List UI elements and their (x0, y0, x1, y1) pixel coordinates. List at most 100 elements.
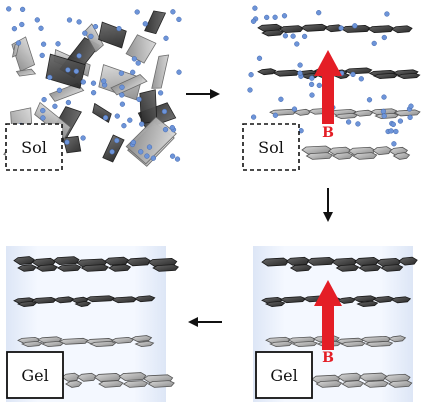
graphene-flake (122, 380, 149, 388)
solvent-particle (101, 78, 107, 84)
solvent-particle (92, 23, 99, 30)
solvent-particle (114, 113, 120, 119)
graphene-flake (152, 264, 179, 272)
solvent-particle (176, 16, 182, 23)
solvent-particle (272, 14, 278, 20)
graphene-flake (337, 372, 363, 382)
arrow-left-icon (188, 317, 222, 327)
solvent-particle (80, 135, 86, 141)
graphene-flake (108, 264, 132, 272)
state-label-box (5, 123, 63, 171)
solvent-particle (294, 41, 300, 47)
graphene-flake (56, 264, 82, 272)
solvent-particle (139, 121, 145, 127)
graphene-flake (133, 295, 156, 303)
graphene-flake (125, 34, 157, 64)
graphene-flake (363, 380, 389, 388)
solvent-particle (282, 33, 289, 39)
state-label: Sol (258, 138, 284, 157)
graphene-flake-group (62, 135, 82, 154)
graphene-flake-group (144, 10, 167, 35)
graphene-flake (85, 295, 115, 303)
graphene-flake (383, 373, 411, 383)
solvent-particle (157, 90, 164, 96)
graphene-flake (98, 64, 143, 101)
solvent-particle (130, 139, 137, 146)
magnetic-field-arrow-icon (314, 280, 342, 350)
solvent-particle (142, 21, 148, 27)
solvent-particle (352, 23, 358, 29)
solvent-particle (264, 14, 270, 21)
solvent-particle (301, 33, 308, 40)
solvent-particle (119, 101, 126, 107)
graphene-flake (110, 74, 148, 96)
solvent-particle (65, 99, 72, 106)
graphene-flake (269, 340, 294, 348)
graphene-flake (15, 68, 37, 77)
solvent-particle (144, 153, 150, 159)
graphene-flake (352, 295, 377, 303)
solvent-particle (381, 113, 387, 119)
solvent-particle (114, 137, 120, 144)
solvent-particle (90, 80, 97, 86)
solvent-particle (308, 81, 315, 88)
graphene-flake (278, 25, 305, 34)
graphene-flake (279, 296, 307, 304)
state-label-box (255, 351, 313, 399)
solvent-particle (40, 41, 47, 47)
solvent-particle (34, 17, 40, 23)
graphene-flake-group (15, 68, 37, 77)
solvent-particle (102, 115, 109, 121)
solvent-particle (384, 11, 390, 17)
graphene-flake (392, 152, 411, 160)
graphene-flake (261, 257, 290, 267)
graphene-flake-group (125, 34, 157, 64)
graphene-flake (52, 256, 80, 266)
panel-gel-retained: Gel (6, 246, 179, 402)
solvent-particle (19, 6, 26, 13)
graphene-flake (301, 145, 332, 155)
state-label: Sol (21, 138, 47, 157)
solvent-particle (290, 33, 296, 39)
solvent-particle (118, 70, 125, 76)
solvent-particle (169, 153, 176, 159)
state-label-box (6, 351, 64, 399)
solvent-particle (247, 87, 253, 93)
aligned-flake-layers (257, 23, 421, 160)
solvent-particle (135, 60, 141, 66)
graphene-flake (372, 72, 399, 80)
solvent-particle (358, 76, 364, 82)
solvent-particle (162, 126, 169, 133)
state-label: Gel (270, 366, 297, 385)
solvent-particle (391, 141, 397, 147)
solvent-particle (309, 75, 315, 81)
solvent-particle (390, 121, 396, 128)
solvent-particle (82, 30, 88, 36)
graphene-flake-group (151, 54, 170, 89)
solvent-particle (40, 115, 46, 121)
graphene-flake (80, 264, 109, 272)
graphene-flake (151, 54, 170, 89)
solvent-particle (256, 55, 263, 61)
solvent-particle (272, 112, 279, 118)
solvent-particle (138, 149, 144, 155)
panel-gel-aligned: B Gel (253, 246, 418, 402)
solvent-particle (64, 139, 70, 145)
graphene-flake-group (92, 102, 112, 123)
graphene-flake (264, 300, 286, 308)
solvent-particle (408, 103, 414, 109)
solvent-particle (250, 114, 257, 120)
solvent-particle (366, 97, 373, 103)
solvent-particle (127, 117, 133, 123)
solvent-particle (52, 103, 58, 109)
solvent-particle (170, 9, 176, 15)
solvent-particle (40, 107, 46, 114)
graphene-flake (388, 335, 407, 343)
solvent-particle (371, 40, 377, 47)
solvent-particle (381, 94, 387, 100)
graphene-flake (393, 109, 421, 117)
graphene-flake (367, 25, 395, 34)
graphene-flake (126, 257, 152, 267)
solvent-particle (161, 108, 168, 115)
